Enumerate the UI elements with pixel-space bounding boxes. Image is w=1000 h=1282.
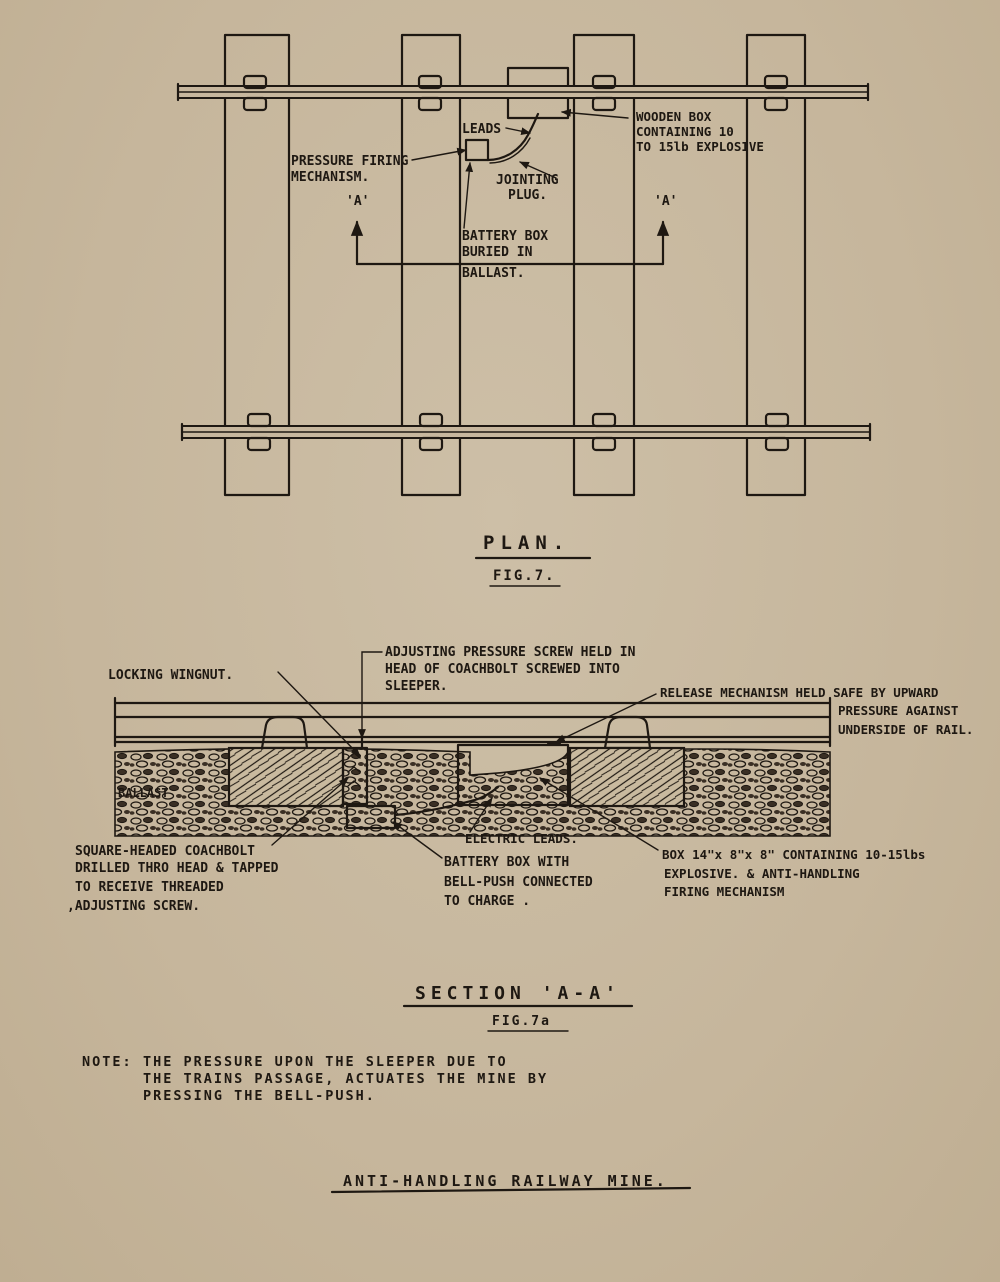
plan-title: PLAN. [483,532,570,554]
svg-text:HEAD OF COACHBOLT SCREWED INTO: HEAD OF COACHBOLT SCREWED INTO [385,662,620,677]
svg-text:CONTAINING 10: CONTAINING 10 [636,124,734,139]
svg-text:THE PRESSURE UPON THE SLEEPER: THE PRESSURE UPON THE SLEEPER DUE TO [143,1054,508,1070]
svg-text:WOODEN BOX: WOODEN BOX [636,109,712,124]
svg-text:SQUARE-HEADED COACHBOLT: SQUARE-HEADED COACHBOLT [75,844,255,859]
charge-box [456,743,570,807]
svg-text:ADJUSTING PRESSURE SCREW HELD: ADJUSTING PRESSURE SCREW HELD IN [385,645,636,660]
svg-text:RELEASE MECHANISM HELD SAFE BY: RELEASE MECHANISM HELD SAFE BY UPWARD [660,685,938,700]
svg-text:DRILLED THRO HEAD & TAPPED: DRILLED THRO HEAD & TAPPED [75,861,279,876]
battery-box-section [345,804,397,830]
note: NOTE: THE PRESSURE UPON THE SLEEPER DUE … [82,1054,548,1104]
svg-text:,ADJUSTING SCREW.: ,ADJUSTING SCREW. [67,899,200,914]
electric-lead [393,785,500,817]
svg-text:THE TRAINS PASSAGE, ACTUATES T: THE TRAINS PASSAGE, ACTUATES THE MINE BY [143,1071,548,1087]
svg-text:BALLAST.: BALLAST. [462,266,525,281]
ballast-label: BALLAST [118,786,169,800]
charge-box-label: BOX 14"x 8"x 8" CONTAINING 10-15lbs EXPL… [662,847,925,899]
section-mark-left: 'A' [346,194,369,209]
svg-text:BURIED IN: BURIED IN [462,245,533,260]
rail-bottom [180,422,872,442]
rail-chair [260,715,309,750]
adjusting-screw-label: ADJUSTING PRESSURE SCREW HELD IN HEAD OF… [385,645,636,694]
leads-label: LEADS [462,122,501,137]
battery-box-section-label: BATTERY BOX WITH BELL-PUSH CONNECTED TO … [444,855,593,909]
sleeper [223,33,291,497]
plan-fig: FIG.7. [493,568,556,584]
svg-text:FIRING MECHANISM: FIRING MECHANISM [664,884,784,899]
sleeper [745,33,807,497]
svg-text:PRESSURE FIRING: PRESSURE FIRING [291,154,409,169]
svg-text:BATTERY BOX: BATTERY BOX [462,229,548,244]
svg-text:UNDERSIDE OF RAIL.: UNDERSIDE OF RAIL. [838,722,973,737]
rail-chair [603,715,652,750]
plan-diagram: LEADS WOODEN BOX CONTAINING 10 TO 15lb E… [176,33,872,587]
rail-top [176,82,870,102]
svg-text:JOINTING: JOINTING [496,173,559,188]
section-diagram: ADJUSTING PRESSURE SCREW HELD IN HEAD OF… [67,645,973,1032]
svg-text:PLUG.: PLUG. [508,188,547,203]
sleeper-section [568,746,686,808]
svg-text:TO CHARGE .: TO CHARGE . [444,894,530,909]
wooden-box-label: WOODEN BOX CONTAINING 10 TO 15lb EXPLOSI… [636,109,764,154]
coachbolt-label: SQUARE-HEADED COACHBOLT DRILLED THRO HEA… [67,844,279,914]
electric-leads-label: ELECTRIC LEADS. [465,831,578,846]
sleeper-section [227,746,345,808]
jointing-lead [486,112,540,162]
locking-wingnut-label: LOCKING WINGNUT. [108,668,233,683]
section-fig: FIG.7a [492,1014,551,1029]
pressure-firing-label: PRESSURE FIRING MECHANISM. [291,154,409,185]
section-mark-right: 'A' [654,194,677,209]
main-title: ANTI-HANDLING RAILWAY MINE. [343,1172,668,1190]
svg-text:TO 15lb EXPLOSIVE: TO 15lb EXPLOSIVE [636,139,764,154]
svg-text:SLEEPER.: SLEEPER. [385,679,448,694]
ballast-bed [114,747,831,837]
svg-text:EXPLOSIVE. & ANTI-HANDLING: EXPLOSIVE. & ANTI-HANDLING [664,866,860,881]
svg-text:MECHANISM.: MECHANISM. [291,170,369,185]
battery-box [464,138,490,162]
battery-box-label: BATTERY BOX BURIED IN BALLAST. [462,229,548,281]
svg-text:NOTE:: NOTE: [82,1054,133,1070]
svg-text:PRESSURE AGAINST: PRESSURE AGAINST [838,703,958,718]
section-title: SECTION 'A-A' [415,983,621,1004]
jointing-plug-label: JOINTING PLUG. [496,173,559,203]
svg-text:TO RECEIVE THREADED: TO RECEIVE THREADED [75,880,224,895]
svg-text:PRESSING THE BELL-PUSH.: PRESSING THE BELL-PUSH. [143,1088,376,1104]
svg-text:BATTERY BOX WITH: BATTERY BOX WITH [444,855,569,870]
rail-chairs [242,74,790,452]
release-mechanism-label: RELEASE MECHANISM HELD SAFE BY UPWARD PR… [660,685,973,737]
svg-text:BELL-PUSH CONNECTED: BELL-PUSH CONNECTED [444,875,593,890]
svg-text:BOX 14"x 8"x 8" CONTAINING 10-: BOX 14"x 8"x 8" CONTAINING 10-15lbs [662,847,925,862]
